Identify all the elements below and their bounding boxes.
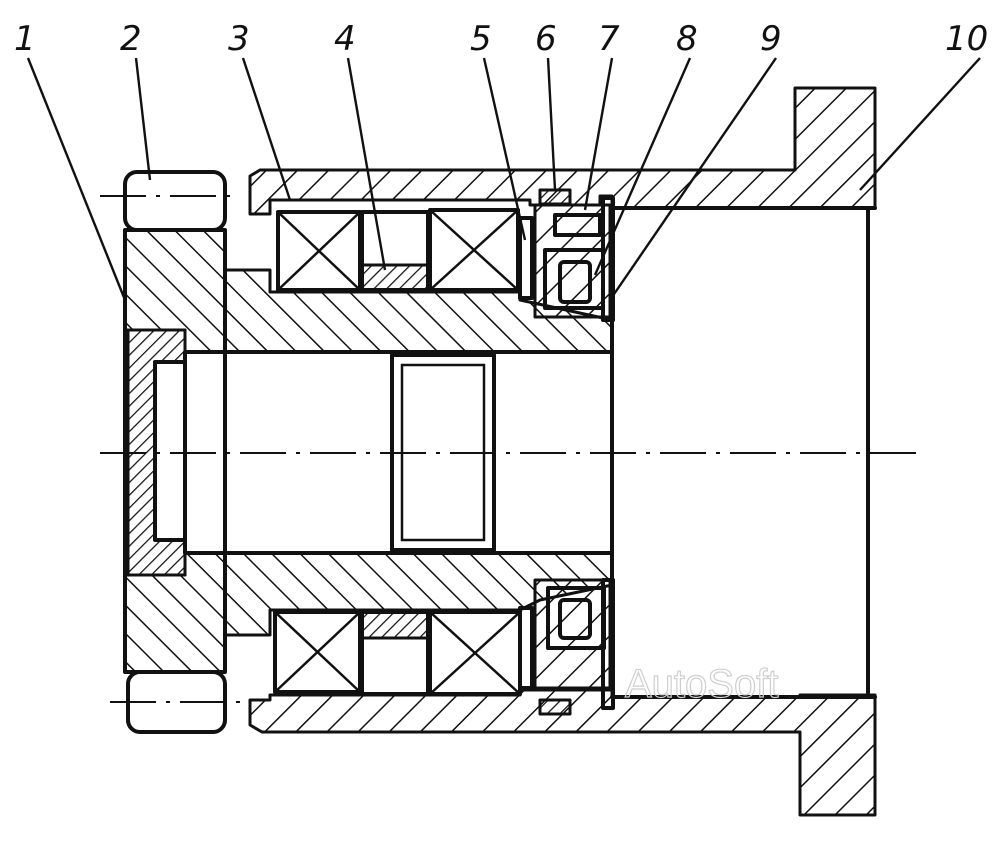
bearing-lower-outer [428,610,522,696]
lock-washer-5-lower [518,606,534,690]
spacer-4-lower [360,610,430,640]
bearing-3-upper [276,210,362,292]
seal-assembly-upper [533,203,612,319]
cover-plate-9-lower [601,578,615,710]
leader-lines [26,57,981,301]
seal-6-upper [538,188,572,206]
callout-3: 3 [228,19,250,59]
watermark: AutoSoft [625,662,778,706]
spline-insert-inner [400,363,486,542]
callout-9: 9 [760,19,782,59]
upper-bolt [123,170,227,232]
lock-washer-5-upper [518,216,534,300]
seal-assembly-lower [533,578,612,690]
bearing-upper-outer [428,208,520,292]
callout-5: 5 [470,19,492,59]
callout-6: 6 [535,19,557,59]
callout-10: 10 [945,19,988,59]
end-cap-recess [153,360,187,542]
callout-8: 8 [676,19,698,59]
spacer-4-upper [360,263,430,292]
callout-2: 2 [120,19,142,59]
bearing-3-lower [273,610,362,694]
spline-insert [390,353,496,552]
flange-outline [123,228,227,674]
callout-1: 1 [14,19,36,59]
seal-6-lower [538,698,572,716]
callout-labels: 1 2 3 4 5 6 7 8 9 10 [14,19,988,59]
callout-7: 7 [598,19,620,59]
callout-4: 4 [334,19,356,59]
